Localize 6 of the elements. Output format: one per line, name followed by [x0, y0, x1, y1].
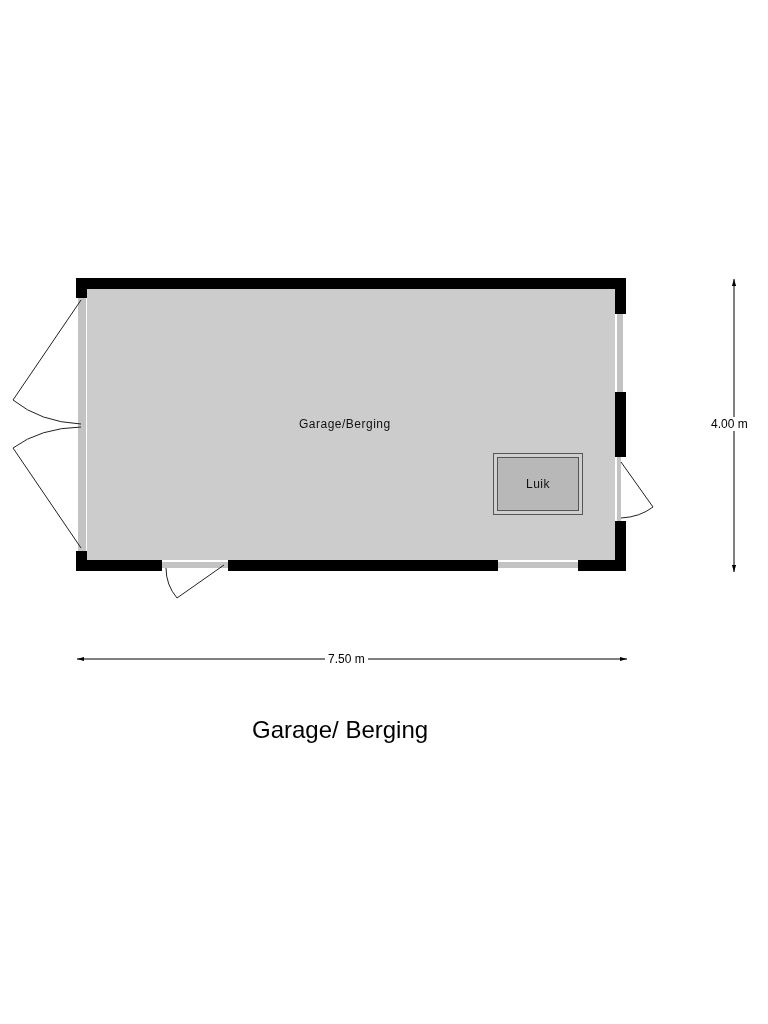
- room-area: [87, 289, 615, 560]
- hatch-label: Luik: [526, 477, 550, 491]
- dimension-label: 7.50 m: [325, 652, 368, 666]
- plan-title: Garage/ Berging: [252, 716, 429, 744]
- hatch-box: [493, 453, 583, 515]
- room-label: Garage/Berging: [299, 417, 391, 431]
